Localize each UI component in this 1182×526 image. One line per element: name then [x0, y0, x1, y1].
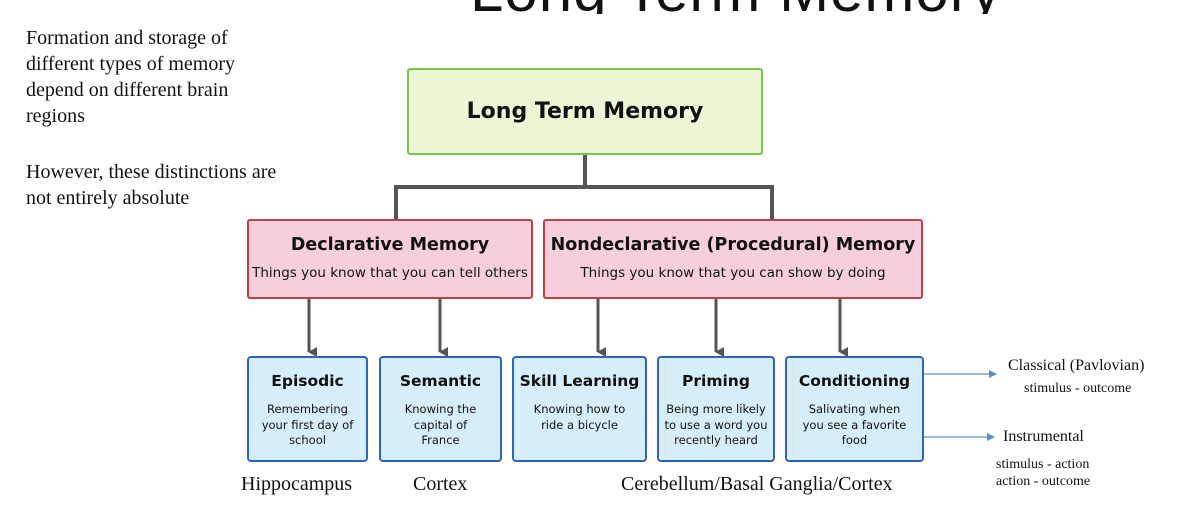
nondeclarative-desc: Things you know that you can show by doi… — [580, 265, 886, 281]
classical-label: Classical (Pavlovian) — [1008, 357, 1145, 374]
instrumental-label: Instrumental — [1003, 428, 1084, 445]
slide-title: Long Term Memory — [470, 0, 1002, 14]
region-cortex: Cortex — [413, 473, 468, 495]
semantic-label: Semantic — [399, 372, 482, 390]
note-however: However, these distinctions are not enti… — [26, 161, 277, 209]
episodic-desc: Remembering your first day of school — [261, 402, 354, 447]
instrumental-sub1: stimulus - action — [996, 457, 1090, 472]
conditioning-label: Conditioning — [798, 372, 911, 390]
note-formation: Formation and storage of different types… — [26, 27, 236, 127]
instrumental-sub2: action - outcome — [996, 474, 1091, 489]
priming-desc: Being more likely to use a word you rece… — [664, 402, 768, 447]
classical-sub: stimulus - outcome — [1024, 381, 1132, 396]
episodic-box: Episodic Remembering your first day of s… — [247, 356, 368, 462]
nondeclarative-box: Nondeclarative (Procedural) Memory Thing… — [543, 219, 923, 299]
skill-learning-desc: Knowing how to ride a bicycle — [533, 402, 626, 432]
skill-learning-label: Skill Learning — [519, 372, 640, 390]
conditioning-box: Conditioning Salivating when you see a f… — [785, 356, 924, 462]
slide-title-clip: Long Term Memory — [0, 0, 1182, 14]
semantic-box: Semantic Knowing the capital of France — [379, 356, 502, 462]
skill-learning-box: Skill Learning Knowing how to ride a bic… — [512, 356, 647, 462]
semantic-desc: Knowing the capital of France — [404, 402, 477, 447]
nondeclarative-label: Nondeclarative (Procedural) Memory — [550, 235, 916, 255]
region-cerebellum: Cerebellum/Basal Ganglia/Cortex — [621, 473, 893, 495]
priming-label: Priming — [682, 372, 750, 390]
declarative-desc: Things you know that you can tell others — [252, 265, 528, 281]
episodic-label: Episodic — [271, 372, 344, 390]
priming-box: Priming Being more likely to use a word … — [657, 356, 775, 462]
declarative-label: Declarative Memory — [290, 235, 490, 255]
declarative-box: Declarative Memory Things you know that … — [247, 219, 533, 299]
ltm-label: Long Term Memory — [466, 99, 704, 124]
conditioning-desc: Salivating when you see a favorite food — [802, 402, 907, 447]
region-hippocampus: Hippocampus — [241, 473, 353, 495]
ltm-box: Long Term Memory — [407, 68, 763, 155]
